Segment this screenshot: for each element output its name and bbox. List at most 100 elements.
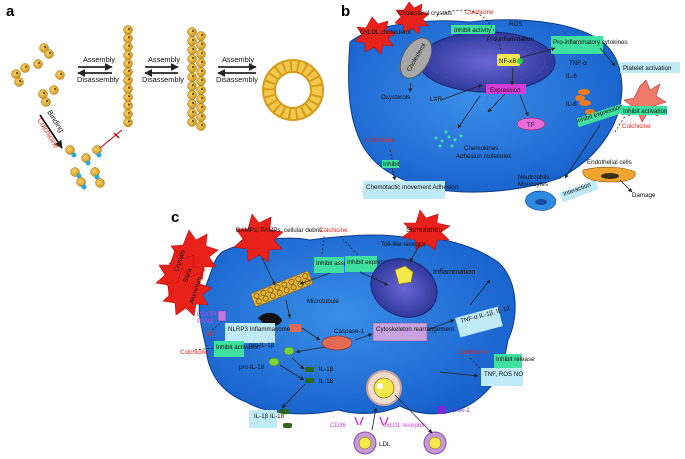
cd36-label: CD36: [330, 422, 346, 429]
tubulin-dimer: [187, 99, 197, 109]
cholesterol-crystals-star: [394, 1, 430, 35]
tubulin-dimer: [187, 36, 197, 46]
tubulin-dimer: [49, 85, 59, 95]
tubulin-dimer: [196, 76, 206, 86]
aluminum-star: [162, 267, 213, 317]
protofilament-sheet: [187, 27, 206, 131]
il-released-box: [249, 410, 277, 428]
inhibit-release-label: Inhibit release: [496, 356, 535, 363]
tubulin-dimer: [187, 108, 197, 118]
tnf-ros-no-label: TNF, ROS NO: [484, 371, 523, 378]
tubulin-dimer: [187, 90, 197, 100]
assembly-label-3: Assembly: [222, 55, 254, 64]
tubulin-dimer: [187, 45, 197, 55]
inhibit-activity-label: Inhibit activity: [454, 27, 492, 34]
tubulin-dimer: [196, 94, 206, 104]
panel-label-c: c: [171, 209, 179, 226]
tubulin-dimer: [41, 97, 51, 107]
ldl-label: LDL: [379, 441, 391, 448]
binding-arrow: [39, 114, 63, 149]
tubulin-dimer: [33, 59, 43, 69]
inhibit-activation-box-c: [214, 341, 244, 357]
pro-inflammatory-cytokines-label: Pro-inflammatory cytokines: [553, 39, 628, 46]
chemotactic-label: Chemotactic movement Adhesion: [366, 184, 459, 191]
expression-box: [486, 84, 526, 94]
pro-inflammation-label: Pro-inflammation: [487, 36, 534, 43]
tlr-nfkb-icon: [394, 265, 414, 285]
tubulin-dimer: [187, 27, 197, 37]
tubulin-dimer: [196, 49, 206, 59]
il-released-label: IL-1β IL-18: [254, 413, 285, 420]
caspase1-shape: [321, 335, 353, 351]
tnf-ros-no-box: [481, 368, 523, 386]
stimulation-label: Stimulation: [406, 225, 443, 234]
assembly-arrows-3: [217, 63, 257, 77]
tubulin-dimer: [44, 49, 54, 59]
inhibit-activity-box: [451, 25, 495, 34]
tubulin-dimer: [123, 100, 133, 111]
tubulin-dimer: [196, 121, 206, 131]
tubulin-dimer: [187, 63, 197, 73]
tubulin-dimer: [123, 25, 133, 35]
tubulin-dimer: [187, 54, 197, 64]
platelet-activation-box: [620, 62, 680, 73]
nlrp3-shape: [258, 312, 282, 326]
endothelial-cells-label: Endothelial cells: [587, 159, 632, 166]
damps-label: DAMPs, PAMPs, cellular debris: [236, 227, 322, 234]
il6-label: IL-6: [566, 73, 577, 80]
colchicine-b-left: Colchicine: [366, 137, 395, 144]
inhibit-activation-label-c: Inhibit activation: [216, 344, 261, 351]
tubulin-dimer: [123, 92, 133, 102]
pro-il18-label: pro-IL-18: [239, 364, 265, 371]
panel-label-a: a: [6, 3, 15, 20]
tubulin-dimer: [196, 67, 206, 77]
pro-il1b-label: pro-IL-1β: [249, 342, 275, 349]
il1b-label: IL-1β: [319, 366, 334, 373]
tubulin-dimer: [187, 72, 197, 82]
il8-label: IL-8: [566, 101, 577, 108]
interaction-box: [559, 179, 599, 203]
nfkb-label: NF-κB: [499, 58, 517, 65]
tubulin-dimer: [11, 69, 21, 79]
p2x7-channel: [217, 310, 227, 322]
caspase1-label: Caspase-1: [334, 328, 364, 335]
cytoskeleton-label: Cytoskeleton rearrangement: [376, 326, 454, 333]
asc-shape: [289, 324, 301, 332]
chemokine-dots: [434, 130, 463, 148]
oxldl-label: OxLDL cholesterol: [360, 29, 411, 36]
assembly-label-1: Assembly: [83, 55, 115, 64]
oxysterols-label: Oxysterols: [381, 94, 410, 101]
damps-star: [233, 213, 284, 263]
tubulin-dimer: [123, 117, 133, 128]
disassembly-label-3: Disassembly: [216, 75, 258, 84]
colchicine-c-top: Colchicine: [319, 227, 348, 234]
nucleus-c: [370, 258, 438, 318]
tubulin-dimer: [14, 77, 24, 87]
inhibit-box-b: [382, 160, 399, 168]
disassembly-label-2: Disassembly: [142, 75, 184, 84]
inhibit-expression-label-c: Inhibit expression: [347, 259, 396, 266]
panel-b-arrows: [389, 9, 633, 193]
pro-inflammatory-cytokines-box: [551, 36, 603, 54]
tubulin-dimer: [123, 50, 133, 60]
assembly-label-2: Assembly: [148, 55, 180, 64]
inhibit-activation-box-b: [621, 106, 667, 115]
p2x7-label: P2X7R: [197, 311, 217, 318]
colchicine-b-top: Colchicine: [465, 9, 494, 16]
colchicine-c-left: Colchicine: [180, 349, 209, 356]
damage-label: Damage: [632, 192, 656, 199]
tubulin-dimer: [123, 75, 133, 86]
cytokines-box: [455, 306, 503, 338]
expression-label: Expression: [490, 87, 521, 94]
lxr-label: LXR: [430, 96, 443, 103]
tubulin-dimer: [123, 67, 133, 77]
oxldl-star: [354, 16, 397, 55]
atp-label: ATP: [205, 331, 217, 338]
tubulin-dimer: [123, 109, 133, 119]
tubulin-dimers: [11, 43, 65, 107]
tubulin-dimer: [196, 85, 206, 95]
macrophage-cell: [198, 234, 516, 415]
disassembly-label-1: Disassembly: [77, 75, 119, 84]
inhibit-assembly-box: [314, 257, 344, 273]
